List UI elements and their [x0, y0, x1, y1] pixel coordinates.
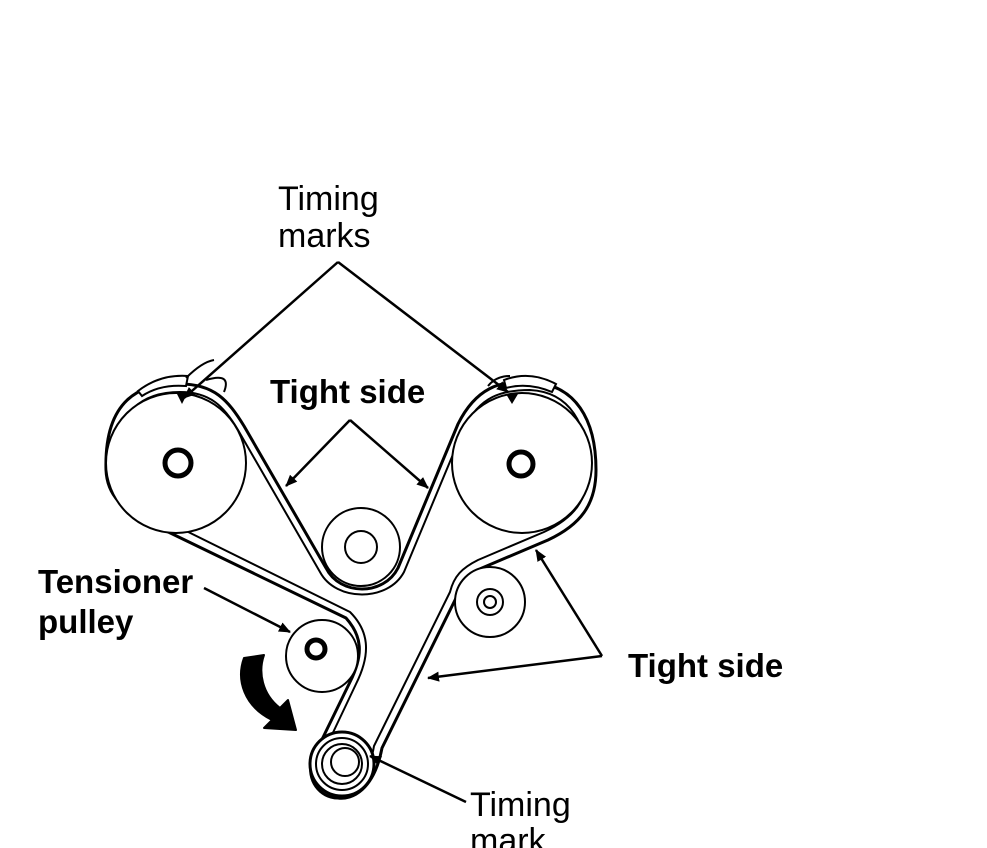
tight-side-top-label: Tight side [270, 373, 425, 410]
right-timing-mark-tab [487, 374, 558, 404]
tensioner-pulley-label-line2: pulley [38, 603, 134, 640]
timing-marks-leaders [183, 261, 509, 399]
right-camshaft-pulley [451, 392, 593, 534]
timing-marks-label-line2: marks [278, 217, 371, 255]
timing-mark-label-line2: mark [470, 822, 547, 848]
right-idler-pulley [454, 566, 526, 638]
crankshaft-pulley [308, 730, 376, 798]
tensioner-pulley [285, 619, 359, 693]
left-camshaft-pulley [105, 392, 247, 534]
tight-side-right-leaders [427, 549, 604, 682]
center-idler-pulley [321, 507, 401, 587]
tensioner-pulley-label-line1: Tensioner [38, 563, 193, 600]
tight-side-right-label: Tight side [628, 647, 783, 684]
timing-marks-label-line1: Timing [278, 180, 379, 218]
timing-mark-leader [369, 754, 467, 804]
timing-mark-label-line1: Timing [470, 786, 571, 824]
tight-side-top-leaders [285, 419, 429, 489]
rotation-direction-arrow [240, 654, 297, 731]
tensioner-leader [203, 586, 291, 634]
